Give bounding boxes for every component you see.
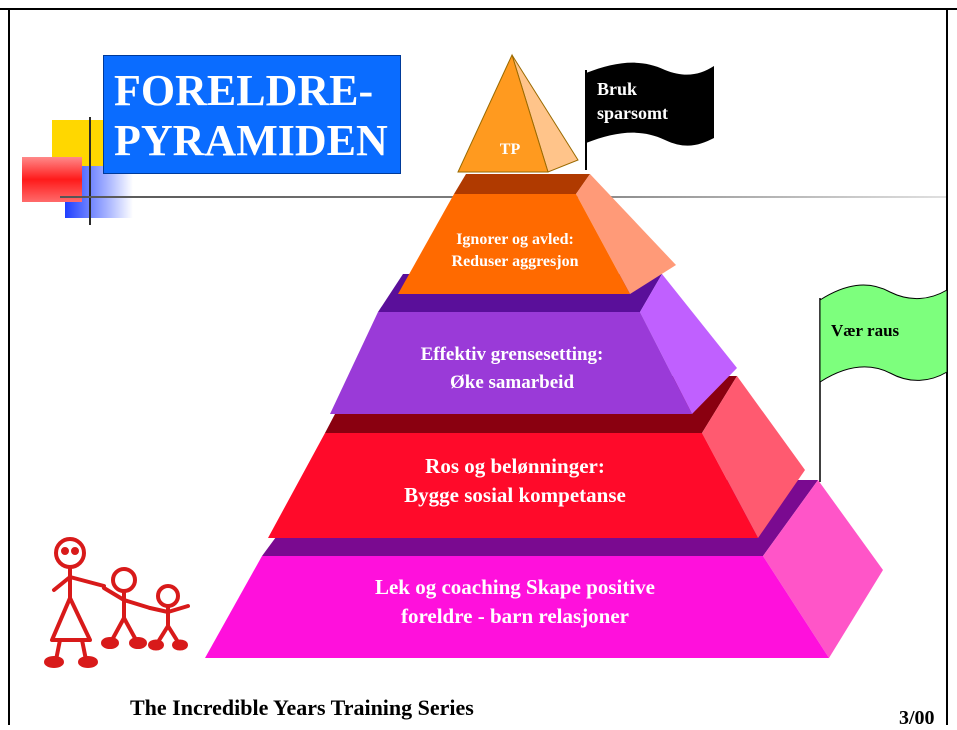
- side-flag-label: Vær raus: [831, 321, 900, 340]
- level-4-front-face: [268, 433, 758, 538]
- level-5-side-face: [763, 480, 883, 658]
- level-1-label: TP: [499, 141, 521, 158]
- level-2-side-face: [576, 174, 676, 294]
- level-4-label: Ros og belønninger: Bygge sosial kompeta…: [404, 454, 626, 507]
- slide-border-left: [8, 8, 10, 725]
- family-drawing-icon: [44, 537, 190, 668]
- level-3-front-face: [330, 312, 692, 414]
- level-3-side-face: [640, 274, 737, 414]
- level-2-label: Ignorer og avled: Reduser aggresjon: [451, 231, 579, 270]
- footer-series-title: The Incredible Years Training Series: [130, 695, 474, 720]
- corner-square-red: [22, 157, 82, 202]
- side-flag-cloth: [819, 284, 948, 383]
- page-number: 3/00: [899, 707, 935, 729]
- level-3-label: Effektiv grensesetting: Øke samarbeid: [420, 344, 604, 393]
- title-box: FORELDRE- PYRAMIDEN: [103, 55, 401, 174]
- level-2-top-face: [454, 174, 590, 194]
- level-1-front-face: [457, 53, 549, 173]
- level-5-front-face: [205, 556, 829, 658]
- page-title: FORELDRE- PYRAMIDEN: [114, 66, 388, 165]
- slide-border-top: [0, 8, 957, 10]
- level-5-label: Lek og coaching Skape positive foreldre …: [374, 575, 656, 628]
- top-flag-cloth: [586, 62, 714, 146]
- level-4-side-face: [702, 376, 805, 538]
- corner-line-vertical: [89, 117, 91, 225]
- top-flag-label: Bruk sparsomt: [597, 79, 668, 123]
- level-2-front-face: [398, 194, 630, 294]
